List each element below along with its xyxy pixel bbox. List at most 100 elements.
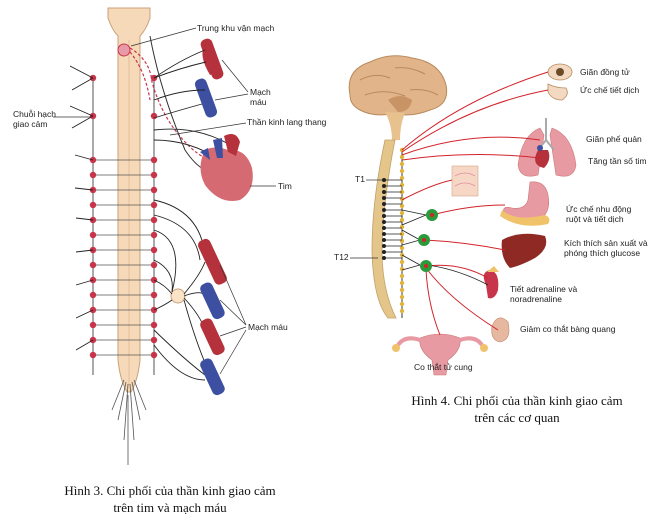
chain-ganglion-node <box>399 168 405 174</box>
ganglion-node <box>89 231 97 239</box>
spinal-segment-dot <box>381 201 386 206</box>
chain-ganglion-node <box>399 203 405 209</box>
chain-ganglion-node <box>399 217 405 223</box>
label-vessels-lower: Mạch máu <box>248 322 288 332</box>
chain-ganglion-node <box>399 161 405 167</box>
chain-ganglion-node <box>399 273 405 279</box>
label-t12: T12 <box>334 252 349 262</box>
spinal-segment-dot <box>381 249 386 254</box>
figure4-caption-line2: trên các cơ quan <box>474 410 560 425</box>
chain-ganglion-node <box>399 294 405 300</box>
ganglion-node <box>150 186 158 194</box>
bladder-illustration <box>491 317 510 343</box>
label-heart: Tim <box>278 181 292 191</box>
label-gut-2: ruột và tiết dịch <box>566 214 624 224</box>
label-bladder: Giảm co thắt bàng quang <box>520 324 616 334</box>
stomach-illustration <box>500 181 550 226</box>
ganglion-node <box>150 291 158 299</box>
chain-ganglion-node <box>399 175 405 181</box>
figure4-caption: Hình 4. Chi phối của thần kinh giao cảm … <box>382 392 652 426</box>
figure3-caption-line1: Hình 3. Chi phối của thần kinh giao cảm <box>64 483 276 498</box>
cauda-equina <box>111 379 147 465</box>
chain-ganglion-node <box>399 182 405 188</box>
ganglion-node <box>150 351 158 359</box>
ganglion-node <box>150 201 158 209</box>
ganglion-node <box>89 201 97 209</box>
label-t1: T1 <box>355 174 365 184</box>
prevertebral-ganglion <box>170 288 186 304</box>
label-inhibit-secretion: Ức chế tiết dịch <box>580 85 640 95</box>
chain-ganglion-node <box>399 238 405 244</box>
ganglion-node <box>89 321 97 329</box>
label-vessels-2: máu <box>250 97 267 107</box>
brain-illustration <box>348 55 448 140</box>
salivary-illustration <box>547 83 568 101</box>
spinal-segment-dot <box>381 177 386 182</box>
chain-ganglion-node <box>399 280 405 286</box>
ganglion-node <box>150 112 158 120</box>
spinal-segment-dot <box>381 189 386 194</box>
label-vessels-1: Mạch <box>250 87 271 97</box>
spinal-segment-dot <box>381 255 386 260</box>
label-vasomotor-center: Trung khu vận mạch <box>197 23 275 33</box>
figure3-caption-line2: trên tim và mạch máu <box>113 500 227 515</box>
spinal-segment-dot <box>381 231 386 236</box>
ganglion-node <box>89 351 97 359</box>
skin-illustration <box>451 165 479 197</box>
eye-illustration <box>547 63 573 81</box>
label-sympathetic-chain-2: giao cảm <box>13 119 48 129</box>
spinal-segment-dot <box>381 219 386 224</box>
label-gut-1: Ức chế nhu động <box>566 204 632 214</box>
chain-ganglion-node <box>399 287 405 293</box>
adrenal-kidney-illustration <box>483 266 499 299</box>
label-glucose-1: Kích thích sản xuất và <box>564 238 648 248</box>
chain-ganglion-node <box>399 266 405 272</box>
figure4-caption-line1: Hình 4. Chi phối của thần kinh giao cảm <box>411 393 623 408</box>
vasomotor-center-node <box>117 43 131 57</box>
label-glucose-2: phóng thích glucose <box>564 248 641 258</box>
chain-ganglion-node <box>399 154 405 160</box>
label-heart-rate: Tăng tần số tim <box>588 156 647 166</box>
ganglion-node <box>150 156 158 164</box>
ganglion-node <box>150 336 158 344</box>
lungs-illustration <box>517 118 577 177</box>
lower-vessels <box>198 238 227 396</box>
ganglion-node <box>150 231 158 239</box>
chain-ganglion-node <box>399 245 405 251</box>
chain-ganglion-node <box>399 210 405 216</box>
label-sympathetic-chain-1: Chuỗi hạch <box>13 109 57 119</box>
postganglionic-fibers <box>401 71 549 336</box>
spinal-segment-dot <box>381 195 386 200</box>
label-vagus-nerve: Thần kinh lang thang <box>247 117 327 127</box>
ganglion-node <box>150 246 158 254</box>
heart-illustration <box>200 134 253 201</box>
ganglion-node <box>89 261 97 269</box>
spinal-segment-dot <box>381 183 386 188</box>
label-uterus: Co thắt tử cung <box>414 362 473 372</box>
label-pupil-dilation: Giãn đồng tử <box>580 67 630 77</box>
label-adrenal-2: noradrenaline <box>510 294 562 304</box>
ganglion-node <box>150 321 158 329</box>
spinal-segment-dot <box>381 225 386 230</box>
spinal-segment-dot <box>381 207 386 212</box>
chain-ganglion-node <box>399 224 405 230</box>
figure4-diagram <box>348 55 577 376</box>
ganglion-node <box>89 171 97 179</box>
label-bronchodilation: Giãn phế quản <box>586 134 642 144</box>
chain-ganglion-node <box>399 301 405 307</box>
figure3-caption: Hình 3. Chi phối của thần kinh giao cảm … <box>40 482 300 516</box>
spinal-segment-dot <box>381 243 386 248</box>
ganglion-node <box>150 261 158 269</box>
spinal-segment-dot <box>381 213 386 218</box>
liver-illustration <box>501 233 547 268</box>
chain-ganglion-node <box>399 308 405 314</box>
upper-vessels <box>194 38 224 118</box>
label-adrenal-1: Tiết adrenaline và <box>510 284 578 294</box>
ganglion-node <box>150 216 158 224</box>
uterus-illustration <box>392 333 488 376</box>
chain-ganglion-node <box>399 259 405 265</box>
ganglion-node <box>89 291 97 299</box>
prevertebral-ganglia <box>418 209 438 272</box>
ganglion-node <box>150 171 158 179</box>
